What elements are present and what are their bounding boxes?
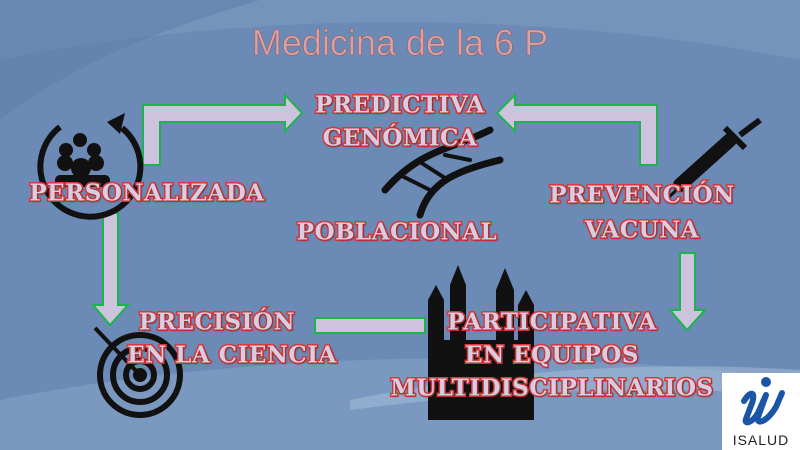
label-poblacional: POBLACIONAL xyxy=(295,217,498,247)
arrow-prevencion-to-predictiva xyxy=(495,92,658,166)
label-predictiva: PREDICTIVA xyxy=(314,90,486,120)
arrow-personalizada-to-predictiva xyxy=(142,92,304,166)
arrow-personalizada-to-precision xyxy=(90,212,131,327)
label-multidisciplinarios: MULTIDISCIPLINARIOS xyxy=(389,373,715,403)
label-precision: PRECISIÓN xyxy=(138,307,296,337)
slide-title: Medicina de la 6 P xyxy=(251,22,549,64)
label-vacuna: VACUNA xyxy=(583,215,700,245)
label-personalizada: PERSONALIZADA xyxy=(28,178,266,208)
label-en-equipos: EN EQUIPOS xyxy=(464,340,640,370)
label-participativa: PARTICIPATIVA xyxy=(446,307,658,337)
cathedral-icon xyxy=(428,265,534,420)
connector-precision-participativa xyxy=(314,317,426,334)
label-genomica: GENÓMICA xyxy=(321,123,478,153)
isalud-logo-text: ISALUD xyxy=(732,432,790,448)
isalud-logo: ISALUD xyxy=(722,373,800,450)
target-icon xyxy=(93,326,183,418)
syringe-icon xyxy=(666,117,762,200)
people-cycle-icon xyxy=(37,113,144,220)
dna-icon xyxy=(381,126,504,219)
arrow-prevencion-to-participativa xyxy=(667,252,708,332)
label-prevencion: PREVENCIÓN xyxy=(548,180,736,210)
isalud-u-mark-icon xyxy=(741,377,785,426)
label-en-la-ciencia: EN LA CIENCIA xyxy=(126,340,338,370)
